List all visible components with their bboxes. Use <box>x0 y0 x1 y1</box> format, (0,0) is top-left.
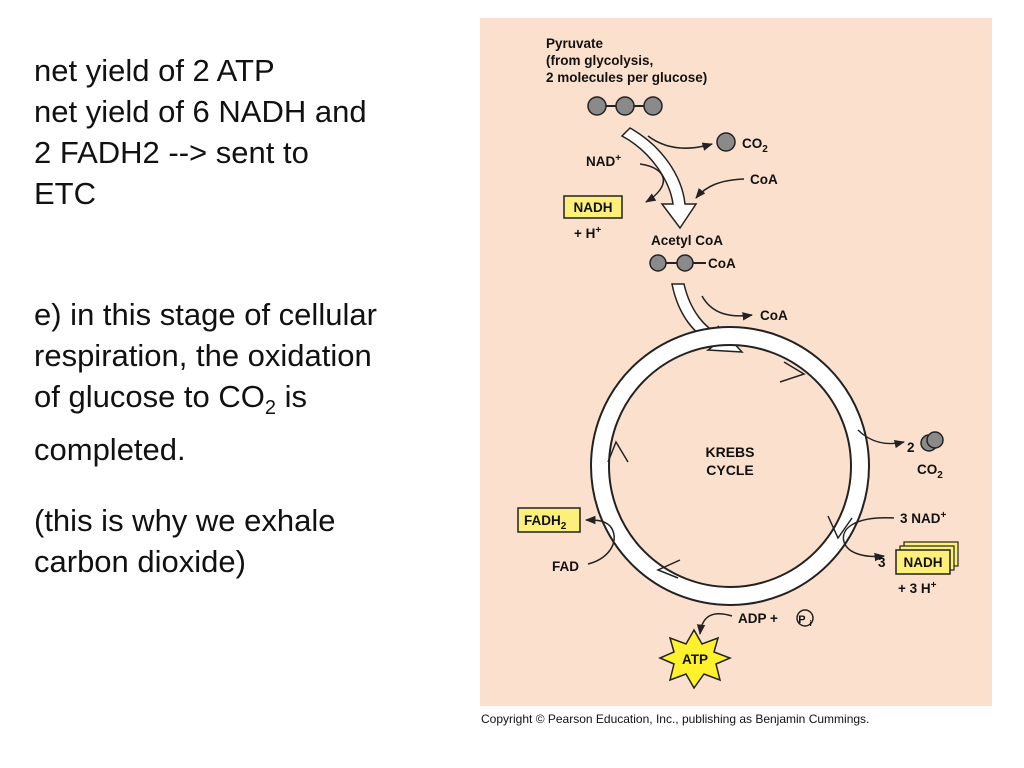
stage-line-3: of glucose to CO2 is <box>34 376 377 429</box>
co2-molecule-icon <box>716 132 736 152</box>
pyruvate-molecule-icon <box>587 96 663 116</box>
co2-right-arrow <box>857 429 906 449</box>
acetyl-coa-tag-label: CoA <box>708 256 736 271</box>
nad-right-arrow <box>842 517 895 562</box>
cycle-arrowhead-icon <box>656 559 681 579</box>
cycle-arrowhead-icon <box>827 515 853 540</box>
h-plus-top-label: + H+ <box>574 225 601 241</box>
co2-release-arrow <box>647 135 714 151</box>
coa-out-label: CoA <box>760 308 788 323</box>
cycle-arrowhead-icon <box>607 440 629 463</box>
nad-plus-label: NAD+ <box>586 153 621 169</box>
nadh-right-label: NADH <box>904 555 943 570</box>
stage-line-1: e) in this stage of cellular <box>34 297 377 332</box>
krebs-cycle-diagram: Pyruvate (from glycolysis, 2 molecules p… <box>480 18 992 706</box>
nad-right-label: 3 NAD+ <box>900 510 947 526</box>
co2-top-label: CO2 <box>742 136 768 155</box>
yield-line-3: 2 FADH2 --> sent to <box>34 135 309 170</box>
h-plus-right-label: + 3 H+ <box>898 580 937 596</box>
stage-text: e) in this stage of cellular respiration… <box>34 294 377 470</box>
atp-production-arrow <box>696 613 733 636</box>
co2-right-molecule-icon <box>920 431 944 452</box>
fad-reduction-arrow <box>584 515 615 565</box>
phosphate-icon <box>796 609 814 627</box>
exhale-line-1: (this is why we exhale <box>34 503 336 538</box>
pyruvate-source: (from glycolysis, <box>546 53 653 68</box>
nadh-right-count: 3 <box>878 555 886 570</box>
cycle-title-line-1: KREBS <box>705 444 754 460</box>
fadh2-label: FADH2 <box>524 513 567 532</box>
nadh-top-box <box>563 195 623 219</box>
pyruvate-count: 2 molecules per glucose) <box>546 70 707 85</box>
fadh2-box <box>517 507 581 533</box>
exhale-line-2: carbon dioxide) <box>34 544 246 579</box>
pyruvate-conversion-arrow <box>620 127 698 230</box>
acetyl-coa-molecule-icon <box>649 254 706 272</box>
stage-line-4: completed. <box>34 432 186 468</box>
co2-right-label: CO2 <box>917 462 943 481</box>
stage-line-3-text: of glucose to CO <box>34 379 265 414</box>
krebs-cycle-ring <box>590 326 870 606</box>
nadh-top-label: NADH <box>574 200 613 215</box>
exhale-text: (this is why we exhale carbon dioxide) <box>34 500 336 582</box>
co2-subscript: 2 <box>264 397 277 420</box>
yield-line-1: net yield of 2 ATP <box>34 53 275 88</box>
yield-line-2: net yield of 6 NADH and <box>34 94 367 129</box>
coa-out-arrow <box>701 295 754 321</box>
nadh-right-stack <box>895 541 959 575</box>
coa-in-label: CoA <box>750 172 778 187</box>
nad-reduction-arrow <box>639 163 665 203</box>
yield-text: net yield of 2 ATP net yield of 6 NADH a… <box>34 50 367 214</box>
atp-label: ATP <box>682 652 708 667</box>
adp-label: ADP + <box>738 611 778 626</box>
fad-label: FAD <box>552 559 579 574</box>
cycle-arrowhead-icon <box>779 361 806 383</box>
co2-right-count: 2 <box>907 440 915 455</box>
atp-burst-icon <box>658 628 733 690</box>
stage-line-2: respiration, the oxidation <box>34 338 372 373</box>
acetyl-coa-label: Acetyl CoA <box>651 233 723 248</box>
cycle-title-line-2: CYCLE <box>706 462 753 478</box>
copyright-notice: Copyright © Pearson Education, Inc., pub… <box>481 712 870 726</box>
stage-line-3-end: is <box>276 379 308 414</box>
coa-in-arrow <box>695 178 745 199</box>
pyruvate-title: Pyruvate <box>546 36 604 51</box>
yield-line-4: ETC <box>34 176 96 211</box>
